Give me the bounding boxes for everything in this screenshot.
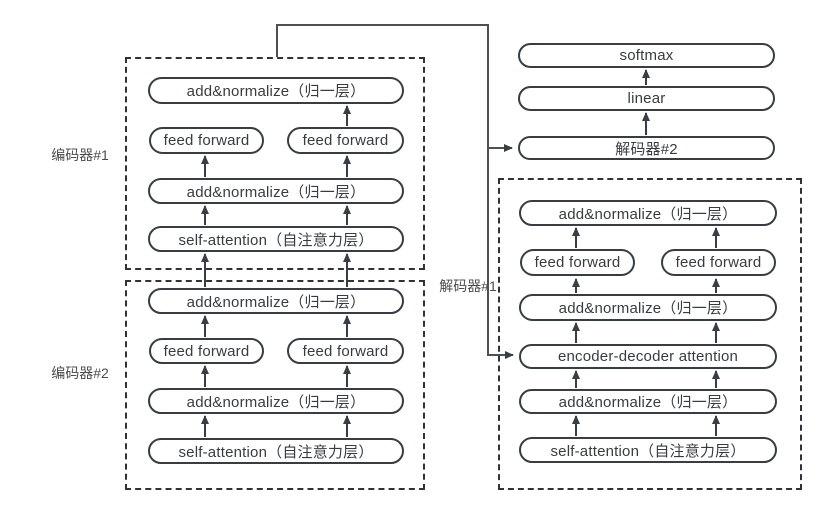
- enc2-feedforward-left-node: feed forward: [149, 338, 264, 364]
- enc1-addnorm-mid-node: add&normalize（归一层）: [148, 178, 404, 204]
- dec1-self-attention-node: self-attention（自注意力层）: [519, 437, 777, 463]
- linear-node: linear: [518, 86, 775, 111]
- enc1-addnorm-top-node: add&normalize（归一层）: [148, 77, 404, 104]
- dec1-feedforward-left-node: feed forward: [520, 249, 635, 276]
- dec1-encoder-decoder-attention-node: encoder-decoder attention: [519, 344, 777, 369]
- enc2-feedforward-right-node: feed forward: [287, 338, 404, 364]
- decoder2-node: 解码器#2: [518, 136, 775, 160]
- encoder1-label: 编码器#1: [51, 147, 109, 163]
- enc1-feedforward-right-node: feed forward: [287, 127, 404, 154]
- encoder2-label: 编码器#2: [51, 365, 109, 381]
- dec1-addnorm-top-node: add&normalize（归一层）: [519, 200, 777, 226]
- softmax-node: softmax: [518, 43, 775, 68]
- dec1-addnorm-bottom-node: add&normalize（归一层）: [519, 389, 777, 414]
- dec1-addnorm-mid-node: add&normalize（归一层）: [519, 294, 777, 321]
- decoder1-label: 解码器#1: [439, 278, 497, 294]
- enc2-addnorm-mid-node: add&normalize（归一层）: [148, 388, 404, 414]
- enc2-self-attention-node: self-attention（自注意力层）: [148, 438, 404, 464]
- dec1-feedforward-right-node: feed forward: [661, 249, 776, 276]
- enc2-addnorm-top-node: add&normalize（归一层）: [148, 288, 404, 314]
- enc1-feedforward-left-node: feed forward: [149, 127, 264, 154]
- enc1-self-attention-node: self-attention（自注意力层）: [148, 226, 404, 252]
